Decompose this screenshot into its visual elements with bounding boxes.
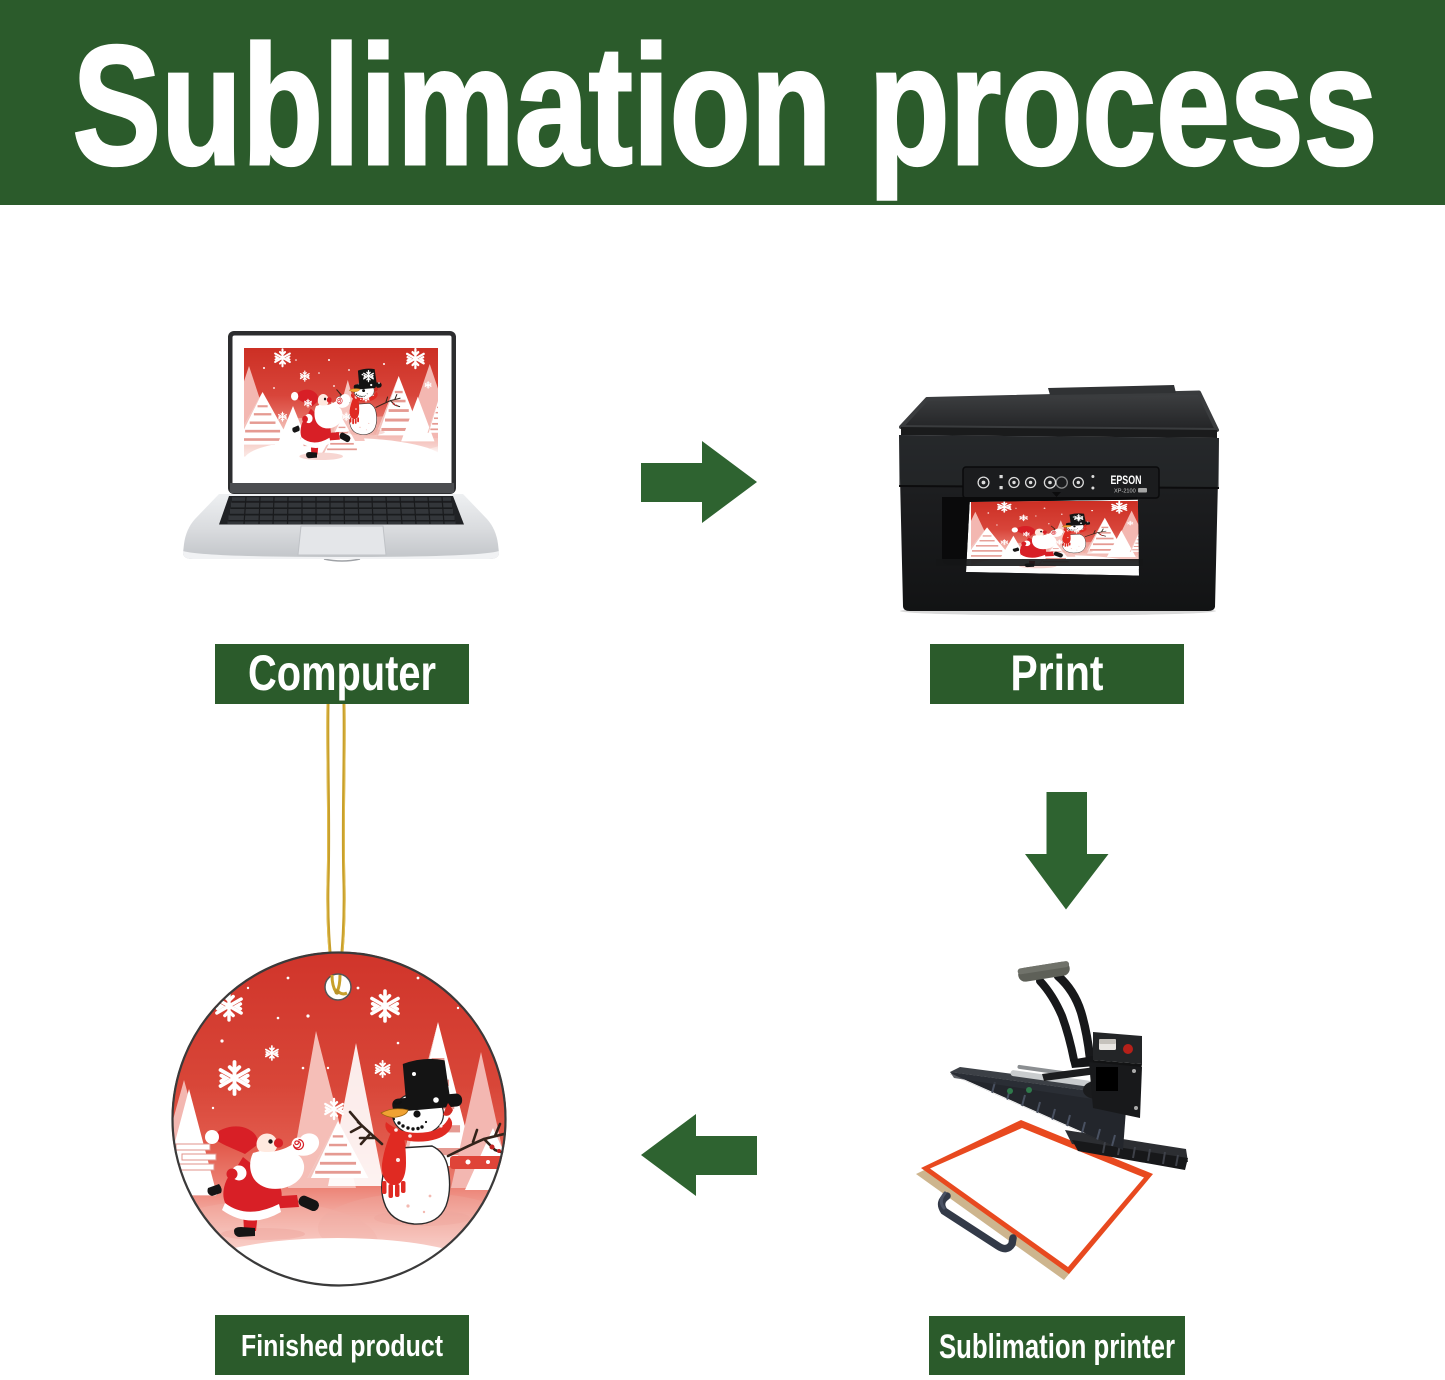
svg-text:Sublimation process: Sublimation process [73,11,1378,201]
svg-text:EPSON: EPSON [1111,475,1142,487]
svg-text:Finished product: Finished product [241,1328,443,1363]
svg-text:XP-2100: XP-2100 [1114,489,1136,495]
svg-text:Computer: Computer [248,645,436,701]
svg-text:Sublimation printer: Sublimation printer [939,1328,1175,1366]
svg-text:Print: Print [1011,645,1104,701]
